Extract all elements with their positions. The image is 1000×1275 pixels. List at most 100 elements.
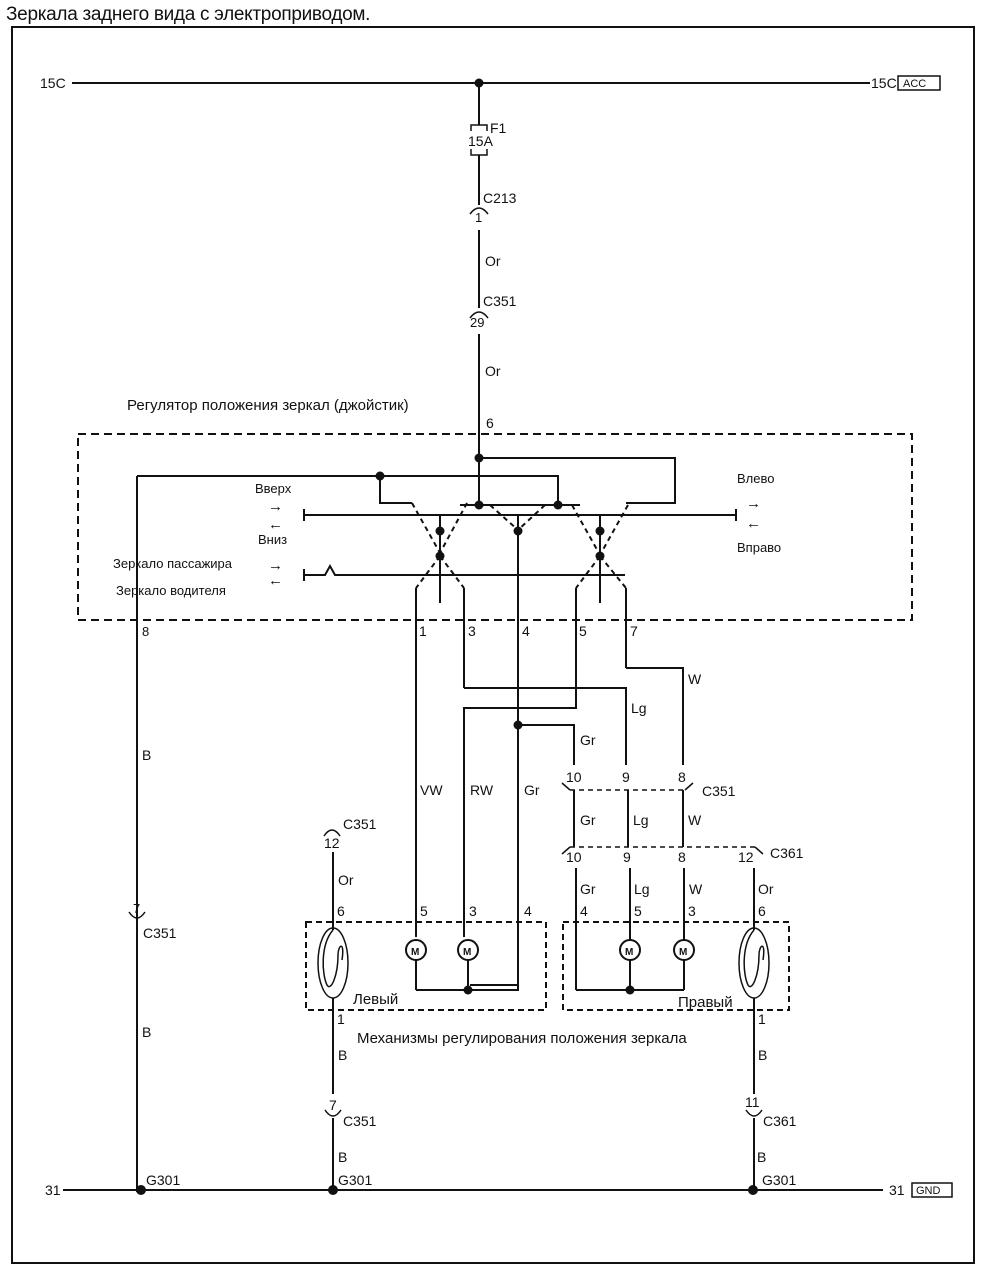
c351-switch-ground-name: C351 xyxy=(143,925,177,941)
wire-color-lg: Lg xyxy=(634,881,650,897)
motor-label: M xyxy=(679,947,687,958)
motor-label: M xyxy=(625,947,633,958)
ground-point xyxy=(136,1185,146,1195)
feed-line: 15A F1 C213 1 Or C351 29 Or xyxy=(468,83,517,458)
right-mirror-pin-6: 6 xyxy=(758,903,766,919)
wire-color-gr: Gr xyxy=(580,881,596,897)
joystick-switch-box xyxy=(77,433,913,621)
right-heater-pin-1: 1 xyxy=(758,1011,766,1027)
c361-right-ground-pin: 11 xyxy=(745,1094,760,1110)
c361-mid-pin-8: 8 xyxy=(678,849,686,865)
connector-c351-icon xyxy=(324,1109,342,1117)
wire-color-b: B xyxy=(142,747,151,763)
direction-down-label: Вниз xyxy=(258,532,287,547)
power-rail-left-label: 15C xyxy=(40,75,66,91)
connector-c361-icon xyxy=(745,1109,763,1117)
power-rail-right-label: 15C xyxy=(871,75,897,91)
passenger-mirror-label: Зеркало пассажира xyxy=(113,556,233,571)
left-mirror-pin-6: 6 xyxy=(337,903,345,919)
wire-color-rw: RW xyxy=(470,782,494,798)
arrow-left-icon: ← xyxy=(268,572,283,589)
right-mirror-ground: 1 B 11 C361 B xyxy=(745,998,797,1190)
arrow-left-icon: ← xyxy=(268,516,283,533)
wire-color-w: W xyxy=(689,881,703,897)
c361-mid-pin-10: 10 xyxy=(566,849,582,865)
gnd-badge xyxy=(911,1182,953,1198)
arrow-right-icon: → xyxy=(746,495,761,512)
c361-right-ground-name: C361 xyxy=(763,1113,797,1129)
left-mirror-pin-5: 5 xyxy=(420,903,428,919)
switch-ground-wire: 8 B 7 C351 B xyxy=(128,476,177,1192)
ground-rail: 31 G301 G301 G301 31 GND xyxy=(45,1172,953,1198)
wire-color-b: B xyxy=(338,1047,347,1063)
right-mirror-label: Правый xyxy=(678,994,733,1011)
left-mirror-box xyxy=(305,921,547,1011)
ground-g301-label: G301 xyxy=(338,1172,372,1188)
ground-point xyxy=(328,1185,338,1195)
fuse-name: F1 xyxy=(490,120,507,136)
left-mirror-ground: 1 B 7 C351 B xyxy=(324,998,377,1190)
left-heater-pin-1: 1 xyxy=(337,1011,345,1027)
c351-mid-pin-10: 10 xyxy=(566,769,582,785)
gnd-badge-label: GND xyxy=(916,1185,941,1197)
diagram-frame xyxy=(11,26,975,1264)
connector-c361-mid: 10 9 8 12 C361 xyxy=(561,845,804,990)
c351-mid-pin-8: 8 xyxy=(678,769,686,785)
wire-color-gr: Gr xyxy=(524,782,540,798)
right-mirror-box xyxy=(562,921,790,1011)
switch-title: Регулятор положения зеркал (джойстик) xyxy=(127,397,409,414)
left-mirror-pin-3: 3 xyxy=(469,903,477,919)
c351-left-ground-name: C351 xyxy=(343,1113,377,1129)
ground-left-label: 31 xyxy=(45,1182,61,1198)
c361-mid-name: C361 xyxy=(770,845,804,861)
arrow-right-icon: → xyxy=(268,557,283,574)
motor-label: M xyxy=(411,947,419,958)
direction-up-label: Вверх xyxy=(255,481,292,496)
direction-right-label: Вправо xyxy=(737,540,781,555)
c351-top-pin: 29 xyxy=(470,315,484,330)
wire-color-lg: Lg xyxy=(633,812,649,828)
motor-label: M xyxy=(463,947,471,958)
direction-left-label: Влево xyxy=(737,471,774,486)
wire-color-or-1: Or xyxy=(485,253,501,269)
right-motor-2-icon: M xyxy=(673,939,695,990)
c351-switch-ground-pin: 7 xyxy=(133,901,140,916)
wire-color-gr: Gr xyxy=(580,732,596,748)
c351-left-ground-pin: 7 xyxy=(329,1097,337,1113)
c351-top-name: C351 xyxy=(483,293,517,309)
left-mirror-label: Левый xyxy=(353,991,398,1008)
wire-color-vw: VW xyxy=(420,782,443,798)
left-heater-icon xyxy=(317,927,349,999)
wire-color-or: Or xyxy=(758,881,774,897)
ground-right-label: 31 xyxy=(889,1182,905,1198)
left-motor-1-icon: M xyxy=(405,900,427,990)
connector-c351-icon xyxy=(469,311,489,319)
driver-mirror-label: Зеркало водителя xyxy=(116,583,226,598)
diagram-title: Зеркала заднего вида с электроприводом. xyxy=(6,4,371,25)
right-mirror-pin-4: 4 xyxy=(580,903,588,919)
ground-point xyxy=(748,1185,758,1195)
c351-left-name: C351 xyxy=(343,816,377,832)
ground-g301-label: G301 xyxy=(146,1172,180,1188)
right-motor-1-icon: M xyxy=(619,939,641,990)
right-mirror-pin-3: 3 xyxy=(688,903,696,919)
wire-color-lg: Lg xyxy=(631,700,647,716)
switch-pin-5: 5 xyxy=(579,623,587,639)
wire-color-gr: Gr xyxy=(580,812,596,828)
right-mirror-pin-5: 5 xyxy=(634,903,642,919)
arrow-left-icon: ← xyxy=(746,515,761,532)
c361-mid-pin-9: 9 xyxy=(623,849,631,865)
switch-pin-4: 4 xyxy=(522,623,530,639)
acc-badge xyxy=(897,75,941,91)
left-motor-2-icon: M xyxy=(457,900,479,990)
c351-mid-pin-9: 9 xyxy=(622,769,630,785)
wire-color-or: Or xyxy=(338,872,354,888)
switch-internals xyxy=(137,453,737,900)
switch-pin-1: 1 xyxy=(419,623,427,639)
connector-c351-icon xyxy=(323,829,341,837)
switch-pin-8: 8 xyxy=(142,624,149,639)
arrow-right-icon: → xyxy=(268,498,283,515)
left-mirror-pin-4: 4 xyxy=(524,903,532,919)
left-mirror-heater-feed: C351 12 Or xyxy=(323,816,377,930)
